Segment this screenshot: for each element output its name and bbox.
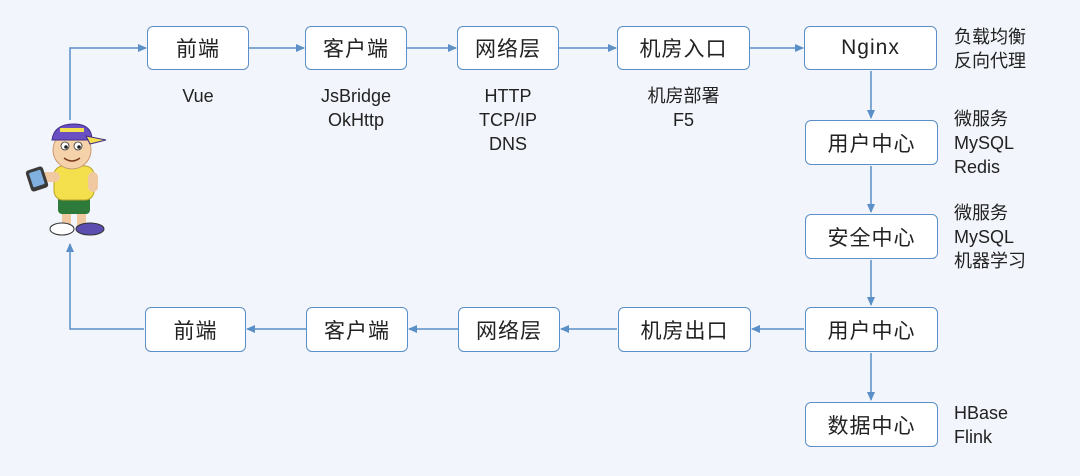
node-top-frontend: 前端: [147, 26, 249, 70]
note-frontend-tech: Vue: [182, 86, 214, 106]
node-bottom-frontend: 前端: [145, 307, 246, 352]
note-security-tech: 微服务 MySQL 机器学习: [954, 203, 1026, 271]
node-top-network: 网络层: [457, 26, 559, 70]
node-top-client: 客户端: [305, 26, 407, 70]
node-user-center-2: 用户中心: [805, 307, 938, 352]
arrow-frontend-to-user: [66, 243, 144, 330]
note-nginx-role: 负载均衡 反向代理: [954, 27, 1026, 71]
note-data-tech: HBase Flink: [954, 403, 1009, 447]
arrow-user-to-frontend: [69, 44, 147, 120]
node-data-center: 数据中心: [805, 402, 938, 447]
node-security-center: 安全中心: [805, 214, 938, 259]
node-bottom-network: 网络层: [458, 307, 560, 352]
node-nginx: Nginx: [804, 26, 937, 70]
note-user-center-tech: 微服务 MySQL Redis: [954, 109, 1015, 177]
note-idc-tech: 机房部署 F5: [647, 86, 720, 130]
note-network-tech: HTTP TCP/IP DNS: [478, 86, 537, 154]
cartoon-boy-with-phone-icon: [25, 123, 107, 236]
node-user-center-1: 用户中心: [805, 120, 938, 165]
node-idc-entrance: 机房入口: [617, 26, 750, 70]
note-client-tech: JsBridge OkHttp: [320, 86, 392, 130]
node-idc-exit: 机房出口: [618, 307, 751, 352]
node-bottom-client: 客户端: [306, 307, 408, 352]
